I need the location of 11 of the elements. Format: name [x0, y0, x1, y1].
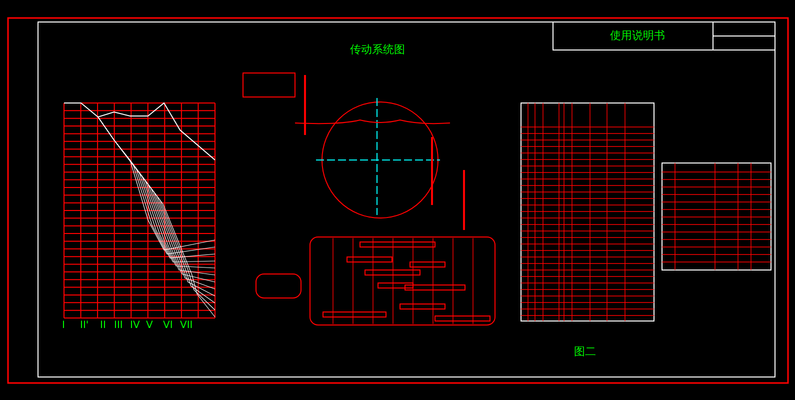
shaft-numeral: V [146, 321, 153, 331]
shaft-numeral: I [62, 321, 65, 331]
shaft-numeral: II [100, 321, 106, 331]
drawing-title: 传动系统图 [350, 44, 405, 55]
shaft-numeral: II' [80, 321, 89, 331]
figure-number: 图二 [574, 346, 596, 357]
shaft-numeral: IV [130, 321, 140, 331]
shaft-numeral: VII [180, 321, 193, 331]
title-block-text: 使用说明书 [610, 30, 665, 41]
shaft-numeral: III [114, 321, 123, 331]
shaft-numeral: VI [163, 321, 173, 331]
